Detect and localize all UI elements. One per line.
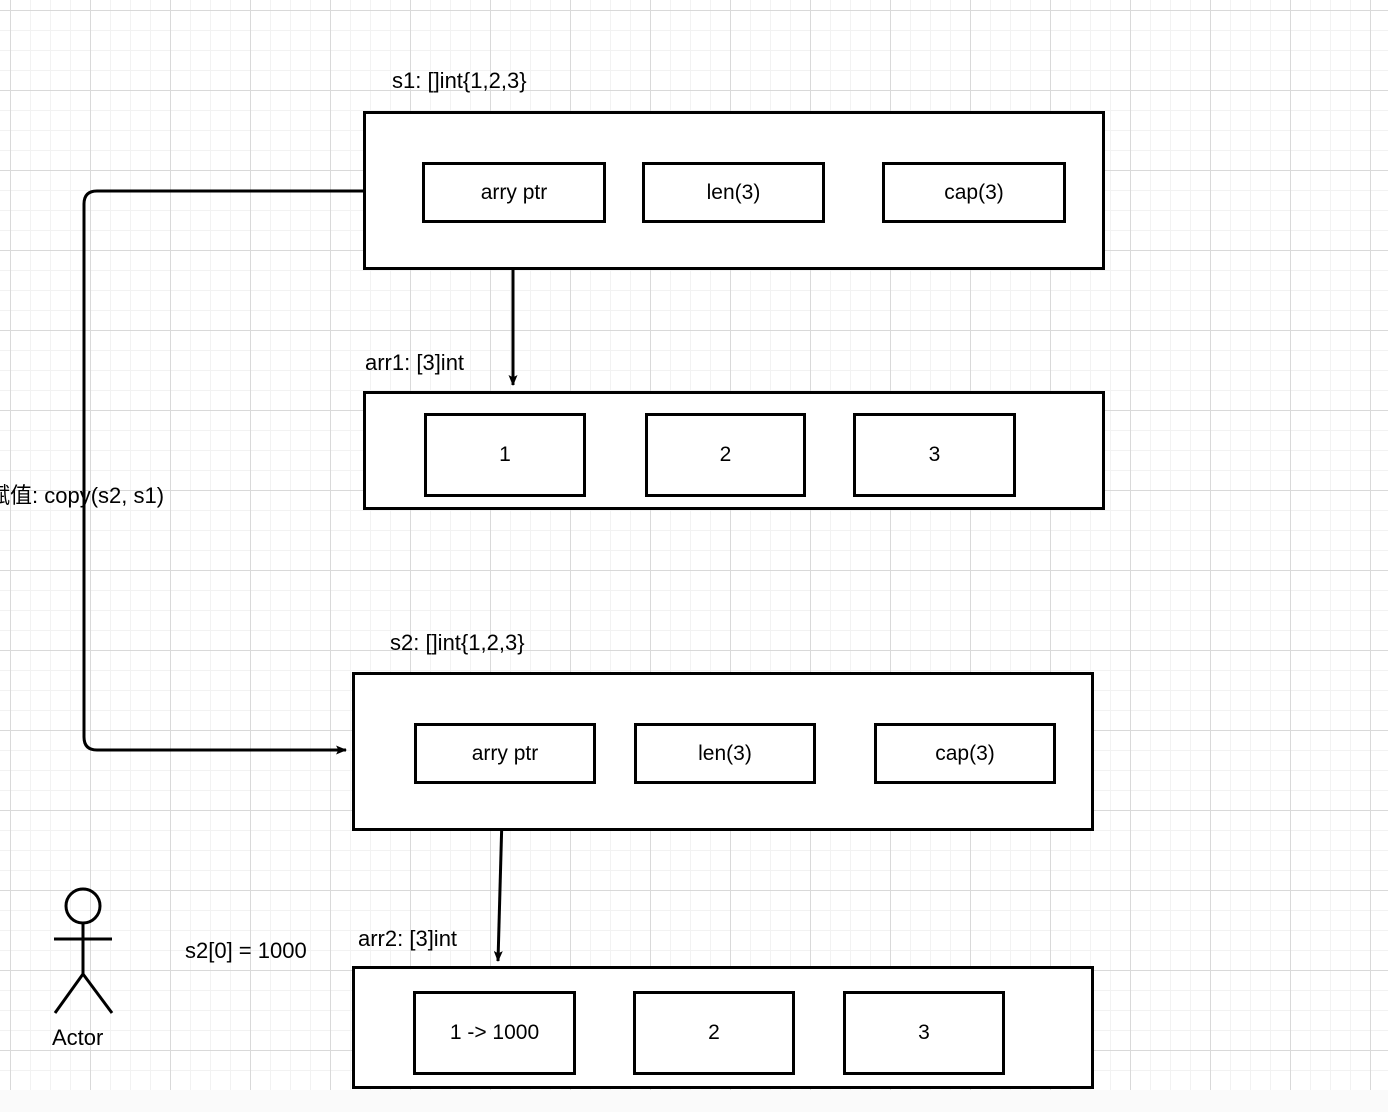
actor-stick-figure-icon [53,887,114,1014]
s2-cell-cap-label: cap(3) [935,741,995,765]
arr2-cell-2: 3 [843,991,1005,1075]
arr2-cell-0-label: 1 -> 1000 [449,1021,540,1044]
s1-cell-cap-label: cap(3) [944,180,1004,204]
s1-cell-arry-ptr-label: arry ptr [480,180,548,204]
arr2-cell-1-label: 2 [708,1021,720,1044]
arr2-cell-2-label: 3 [918,1021,930,1044]
arr1-cell-0: 1 [424,413,586,497]
arr2-cell-1: 2 [633,991,795,1075]
block-arr2: 1 -> 1000 2 3 [352,966,1094,1089]
arr1-cell-1: 2 [645,413,806,497]
s2-cell-cap: cap(3) [874,723,1056,784]
caption-arr2: arr2: [3]int [358,926,458,951]
block-s1: arry ptr len(3) cap(3) [363,111,1105,270]
s2-cell-arry-ptr: arry ptr [414,723,596,784]
s1-cell-len-label: len(3) [706,180,761,204]
caption-s2: s2: []int{1,2,3} [390,630,525,655]
connector-s1-to-s2 [82,189,363,755]
actor-label: Actor [52,1025,104,1050]
s1-cell-cap: cap(3) [882,162,1066,223]
arr1-cell-0-label: 1 [499,443,511,466]
s1-cell-arry-ptr: arry ptr [422,162,606,223]
s2-cell-arry-ptr-label: arry ptr [471,741,539,765]
note-copy-assignment: 赋值: copy(s2, s1) [0,483,165,508]
arr1-cell-2: 3 [853,413,1016,497]
caption-s1: s1: []int{1,2,3} [392,68,527,93]
arr1-cell-2-label: 3 [928,443,941,466]
arr2-cell-0: 1 -> 1000 [413,991,576,1075]
s1-cell-len: len(3) [642,162,825,223]
block-s2: arry ptr len(3) cap(3) [352,672,1094,831]
note-mutation: s2[0] = 1000 [185,938,307,963]
caption-arr1: arr1: [3]int [365,350,465,375]
arr1-cell-1-label: 2 [719,443,732,466]
block-arr1: 1 2 3 [363,391,1105,510]
s2-cell-len: len(3) [634,723,816,784]
page-background-strip [0,1090,1388,1112]
s2-cell-len-label: len(3) [698,741,752,765]
